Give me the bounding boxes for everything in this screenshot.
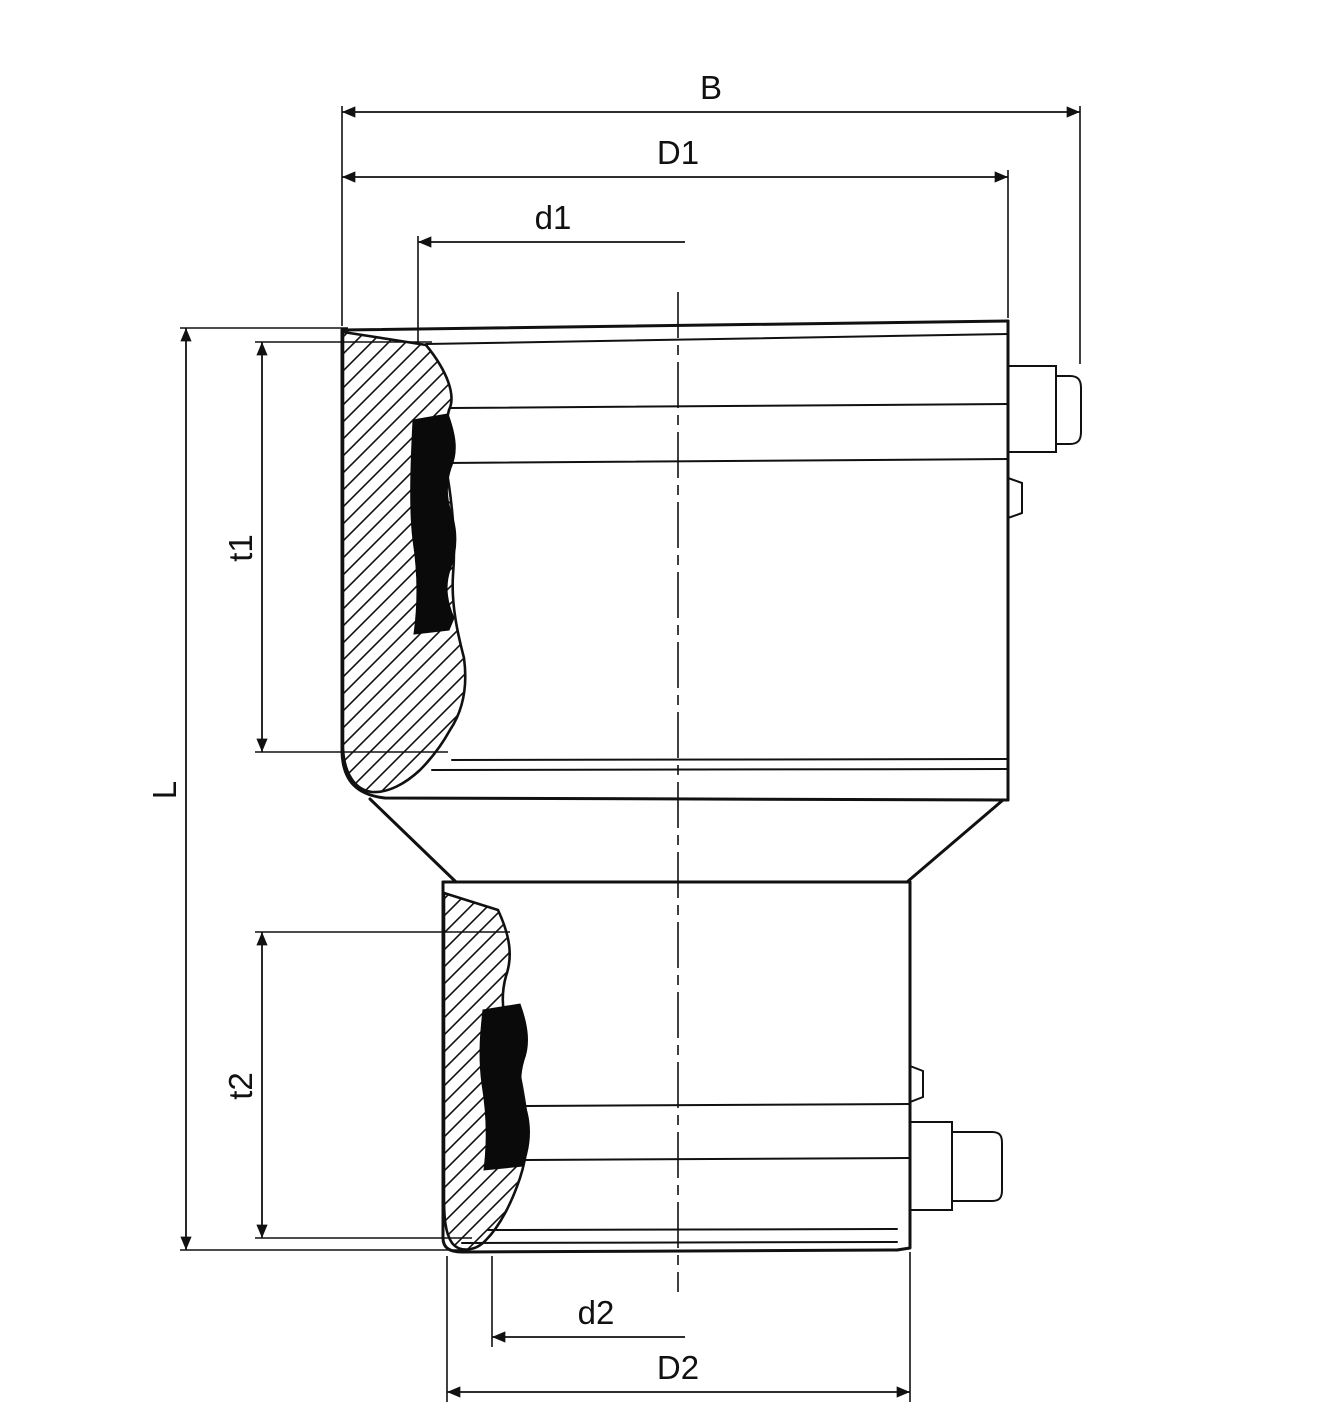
dimension-label-d1-inner: d1 [535, 199, 572, 236]
dimension-label-d2-outer: D2 [657, 1349, 699, 1386]
fusion-coil-upper [410, 413, 457, 635]
dimension-L: L [146, 327, 465, 1251]
dimension-B: B [341, 69, 1081, 364]
terminal-upper-tab [1007, 476, 1023, 520]
dimension-label-t2: t2 [222, 1072, 259, 1100]
dimension-D1: D1 [342, 134, 1009, 318]
dimension-label-d2-inner: d2 [578, 1294, 615, 1331]
dimension-label-l: L [146, 781, 183, 799]
dimension-label-t1: t1 [222, 534, 259, 562]
dimension-label-b: B [700, 69, 722, 106]
taper-outline [368, 797, 1005, 884]
dimension-label-d1-outer: D1 [657, 134, 699, 171]
terminal-lower [909, 1064, 1003, 1211]
fusion-coil-lower [479, 1003, 531, 1171]
dimension-d1: d1 [417, 199, 685, 342]
terminal-lower-tab [909, 1064, 924, 1104]
dimension-d2: d2 [491, 1256, 685, 1347]
dimension-t1: t1 [222, 341, 448, 753]
dimension-D2: D2 [446, 1252, 911, 1402]
dimension-t2: t2 [222, 931, 510, 1239]
terminal-upper [1007, 365, 1082, 520]
